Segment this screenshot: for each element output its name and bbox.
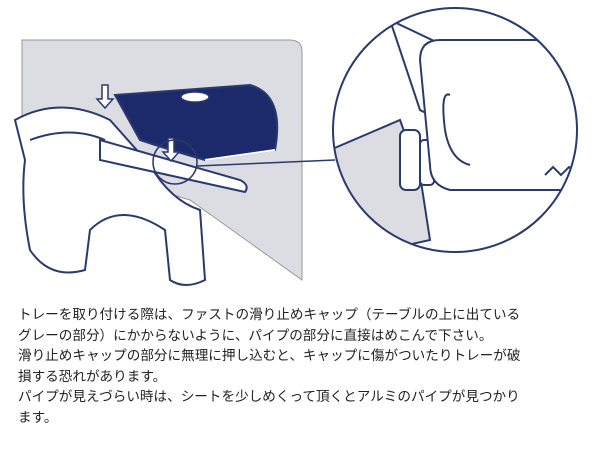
instruction-line: グレーの部分）にかからないように、パイプの部分に直接はめこんで下さい。 <box>18 327 493 344</box>
instruction-line: トレーを取り付ける際は、ファストの滑り止めキャップ（テーブルの上に出ている <box>18 307 521 323</box>
tray <box>113 83 279 162</box>
instruction-line: ます。 <box>18 409 58 426</box>
instruction-line: 損する恐れがあります。 <box>18 368 167 385</box>
chair-seat <box>13 106 207 286</box>
magnified-detail <box>332 7 578 253</box>
pipe <box>99 138 248 194</box>
zoom-source-circle <box>152 139 198 185</box>
instruction-text: トレーを取り付ける際は、ファストの滑り止めキャップ（テーブルの上に出ている グレ… <box>18 305 588 428</box>
arrow-icon <box>95 84 181 163</box>
tray-installation-illustration <box>13 7 578 286</box>
instruction-line: 滑り止めキャップの部分に無理に押し込むと、キャップに傷がついたりトレーが破 <box>18 348 521 364</box>
instruction-line: パイプが見えづらい時は、シートを少しめくって頂くとアルミのパイプが見つかり <box>18 389 520 405</box>
